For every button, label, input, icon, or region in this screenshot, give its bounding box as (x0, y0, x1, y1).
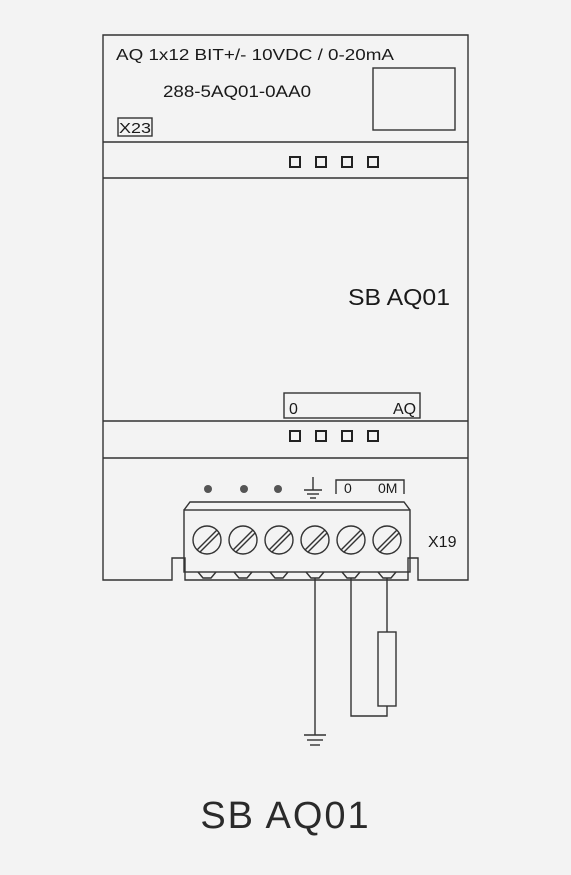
terminal-label-0: 0 (344, 480, 352, 496)
led-row-bottom (289, 430, 379, 442)
screw-terminal-icon (336, 525, 366, 555)
slot-label-box (117, 117, 153, 137)
terminal-label-bracket (335, 479, 405, 494)
screw-terminal-icon (300, 525, 330, 555)
led-indicator-icon (367, 156, 379, 168)
ground-icon (304, 734, 326, 746)
unused-dot-icon (274, 485, 282, 493)
terminal-block-top (183, 501, 411, 511)
led-indicator-icon (315, 430, 327, 442)
unused-dot-icon (204, 485, 212, 493)
led-indicator-icon (315, 156, 327, 168)
led-indicator-icon (367, 430, 379, 442)
unused-dot-icon (240, 485, 248, 493)
screw-terminal-icon (192, 525, 222, 555)
screw-terminal-icon (372, 525, 402, 555)
part-number: 288-5AQ01-0AA0 (163, 82, 311, 101)
terminal-label-0m: 0M (378, 480, 397, 496)
led-indicator-icon (341, 430, 353, 442)
module-name: SB AQ01 (348, 284, 450, 310)
led-row-top (289, 156, 379, 168)
led-indicator-icon (341, 156, 353, 168)
diagram-caption: SB AQ01 (200, 795, 371, 837)
connector-label: X19 (428, 534, 457, 551)
signal-board-drawing: AQ 1x12 BIT+/- 10VDC / 0-20mA 288-5AQ01-… (102, 34, 469, 746)
ground-icon (304, 477, 322, 499)
slot-label: X23 (119, 120, 151, 137)
channel-label-box (283, 392, 421, 419)
load-wire (350, 578, 388, 717)
screw-terminal-icon (228, 525, 258, 555)
led-indicator-icon (289, 156, 301, 168)
channel-label-right: AQ (393, 401, 416, 418)
terminal-block (183, 509, 411, 573)
external-wiring (304, 578, 397, 746)
channel-label-left: 0 (289, 401, 298, 418)
module-outline (102, 34, 469, 581)
screw-terminals (192, 525, 402, 555)
terminal-markings (204, 485, 282, 493)
label-window (372, 67, 456, 131)
spec-line: AQ 1x12 BIT+/- 10VDC / 0-20mA (116, 47, 394, 64)
led-indicator-icon (289, 430, 301, 442)
wire-entries (197, 571, 397, 579)
resistor-load-icon (377, 631, 397, 707)
screw-terminal-icon (264, 525, 294, 555)
